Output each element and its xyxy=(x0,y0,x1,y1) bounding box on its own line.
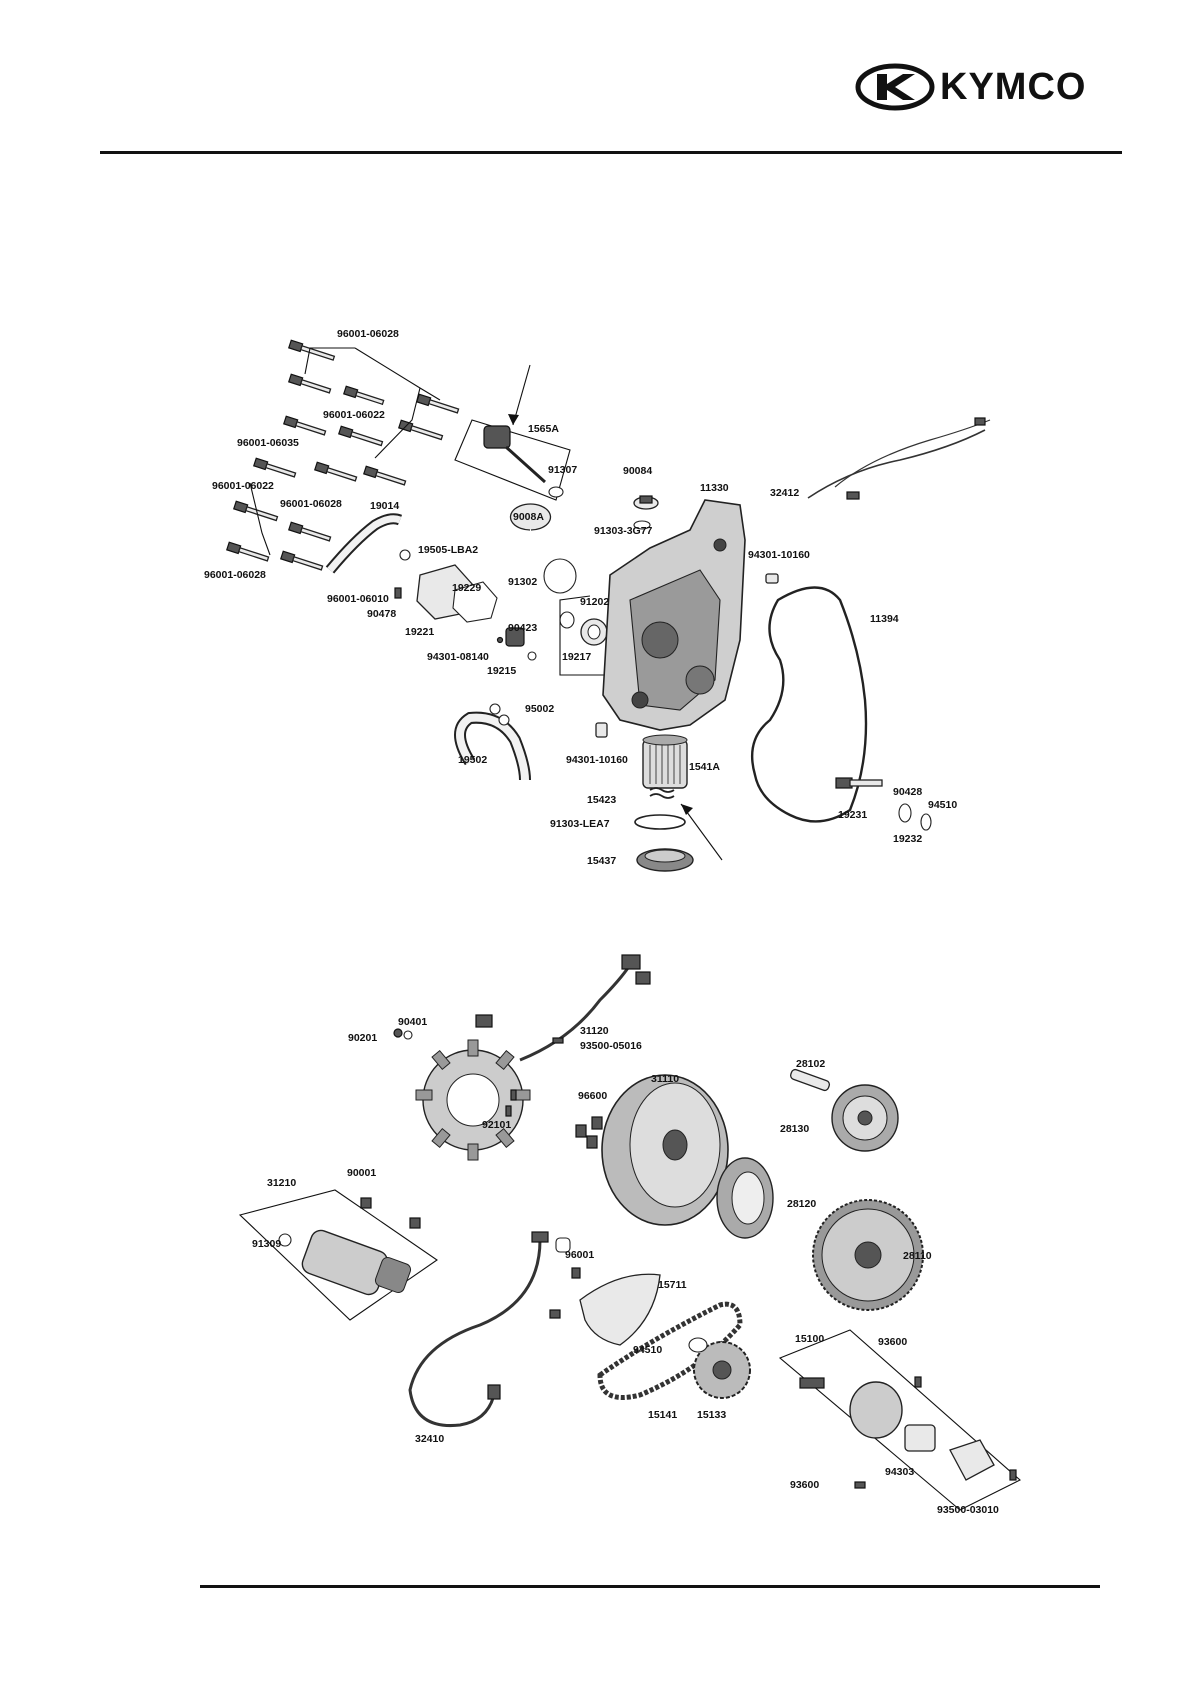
part-label: 31110 xyxy=(651,1073,679,1085)
part-label: 90423 xyxy=(508,622,537,634)
part-label: 19014 xyxy=(370,500,399,512)
footer-rule xyxy=(200,1585,1100,1588)
part-label: 15423 xyxy=(587,794,616,806)
part-label: 15141 xyxy=(648,1409,677,1421)
part-label: 91303-3G77 xyxy=(594,525,653,537)
part-label: 96001-06022 xyxy=(323,409,385,421)
part-label: 90401 xyxy=(398,1016,427,1028)
kymco-logo-icon xyxy=(855,63,935,111)
part-label: 28120 xyxy=(787,1198,816,1210)
part-label: 11394 xyxy=(870,613,899,625)
part-label: 96001-06010 xyxy=(327,593,389,605)
upper-diagram-labels: 96001-06028 96001-06022 96001-06035 9600… xyxy=(204,328,957,867)
ring-gear-icon xyxy=(812,1199,924,1311)
part-label: 94510 xyxy=(928,799,957,811)
part-label: 1541A xyxy=(689,761,720,773)
part-label: 9008A xyxy=(513,511,544,523)
flywheel-icon xyxy=(601,1074,729,1226)
part-label: 96001-06028 xyxy=(337,328,399,340)
stator-icon xyxy=(415,954,651,1161)
part-label: 90001 xyxy=(347,1167,376,1179)
part-label: 19502 xyxy=(458,754,487,766)
part-label: 90478 xyxy=(367,608,396,620)
part-label: 19217 xyxy=(562,651,591,663)
part-label: 96001-06028 xyxy=(204,569,266,581)
part-label: 96001-06028 xyxy=(280,498,342,510)
part-label: 91202 xyxy=(580,596,609,608)
part-label: 19232 xyxy=(893,833,922,845)
part-label: 19215 xyxy=(487,665,516,677)
part-label: 19505-LBA2 xyxy=(418,544,478,556)
crankcase-cover-icon xyxy=(602,499,746,731)
part-label: 31210 xyxy=(267,1177,296,1189)
part-label: 94301-10160 xyxy=(566,754,628,766)
part-label: 91309 xyxy=(252,1238,281,1250)
part-label: 94301-10160 xyxy=(748,549,810,561)
part-label: 90084 xyxy=(623,465,652,477)
part-label: 28130 xyxy=(780,1123,809,1135)
lower-diagram-drawings xyxy=(238,954,1021,1511)
brand-name: KYMCO xyxy=(940,66,1087,108)
part-label: 31120 xyxy=(580,1025,609,1037)
upper-diagram-drawings xyxy=(226,339,991,872)
part-label: 19229 xyxy=(452,582,481,594)
oil-pump-icon xyxy=(799,1377,995,1481)
part-label: 90201 xyxy=(348,1032,377,1044)
part-label: 90428 xyxy=(893,786,922,798)
part-label: 96001 xyxy=(565,1249,594,1261)
part-label: 95002 xyxy=(525,703,554,715)
part-label: 15100 xyxy=(795,1333,824,1345)
part-label: 32412 xyxy=(770,487,799,499)
part-label: 15437 xyxy=(587,855,616,867)
part-label: 96001-06022 xyxy=(212,480,274,492)
part-label: 91307 xyxy=(548,464,577,476)
part-label: 19221 xyxy=(405,626,434,638)
bolts-icon xyxy=(226,339,460,571)
part-label: 92101 xyxy=(482,1119,511,1131)
starter-motor-icon xyxy=(301,1229,412,1296)
part-label: 15711 xyxy=(658,1279,687,1291)
part-label: 93600 xyxy=(790,1479,819,1491)
header-rule xyxy=(100,151,1122,154)
part-label: 28102 xyxy=(796,1058,825,1070)
part-label: 94301-08140 xyxy=(427,651,489,663)
part-label: 93500-05016 xyxy=(580,1040,642,1052)
part-label: 32410 xyxy=(415,1433,444,1445)
part-label: 94303 xyxy=(885,1466,914,1478)
part-label: 91303-LEA7 xyxy=(550,818,610,830)
part-label: 94510 xyxy=(633,1344,662,1356)
part-label: 1565A xyxy=(528,423,559,435)
part-label: 96001-06035 xyxy=(237,437,299,449)
part-label: 28110 xyxy=(903,1250,932,1262)
part-label: 91302 xyxy=(508,576,537,588)
part-label: 19231 xyxy=(838,809,867,821)
part-label: 93600 xyxy=(878,1336,907,1348)
part-label: 15133 xyxy=(697,1409,726,1421)
part-label: 11330 xyxy=(700,482,729,494)
part-label: 93500-03010 xyxy=(937,1504,999,1516)
part-label: 96600 xyxy=(578,1090,607,1102)
dipstick-icon xyxy=(483,425,564,498)
lower-diagram-labels: 90401 90201 31120 93500-05016 28102 3111… xyxy=(252,1016,999,1516)
